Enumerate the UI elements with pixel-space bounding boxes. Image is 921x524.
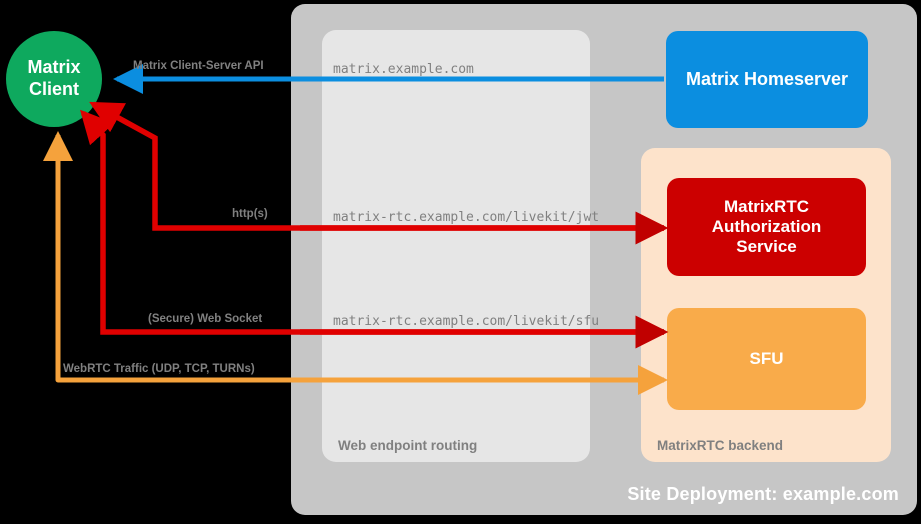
endpoint-label-livekit-jwt: matrix-rtc.example.com/livekit/jwt bbox=[333, 210, 600, 225]
flow-label-matrix-client-server-api: Matrix Client-Server API bbox=[133, 60, 264, 72]
client-line-1: Matrix bbox=[27, 57, 81, 78]
node-matrix-client[interactable]: Matrix Client bbox=[6, 31, 102, 127]
arrow-secure-web-socket bbox=[80, 109, 669, 349]
node-sfu-label: SFU bbox=[749, 348, 784, 368]
arrow-webrtc-traffic bbox=[43, 130, 669, 395]
panel-label-web-endpoint-routing: Web endpoint routing bbox=[338, 438, 478, 453]
node-matrixrtc-authorization-service-label: MatrixRTC Authorization Service bbox=[712, 197, 822, 257]
site-deployment-label: Site Deployment: example.com bbox=[627, 484, 899, 504]
node-matrixrtc-authorization-service[interactable]: MatrixRTC Authorization Service bbox=[667, 178, 866, 276]
node-matrix-client-label: Matrix Client bbox=[27, 57, 80, 100]
arrow-http-s bbox=[89, 101, 669, 245]
endpoint-label-matrix: matrix.example.com bbox=[333, 62, 474, 77]
endpoint-label-livekit-sfu: matrix-rtc.example.com/livekit/sfu bbox=[333, 314, 600, 329]
auth-line-2: Authorization bbox=[711, 216, 822, 236]
auth-line-1: MatrixRTC bbox=[723, 196, 809, 216]
auth-line-3: Service bbox=[736, 237, 797, 257]
node-matrix-homeserver-label: Matrix Homeserver bbox=[685, 68, 849, 89]
flow-label-http-s: http(s) bbox=[232, 208, 268, 220]
panel-label-matrixrtc-backend: MatrixRTC backend bbox=[657, 438, 784, 453]
node-matrix-homeserver[interactable]: Matrix Homeserver bbox=[666, 31, 868, 128]
flow-label-secure-web-socket: (Secure) Web Socket bbox=[148, 313, 263, 325]
panel-web-endpoint-routing bbox=[322, 30, 590, 462]
flow-label-webrtc-traffic: WebRTC Traffic (UDP, TCP, TURNs) bbox=[63, 363, 255, 375]
client-line-2: Client bbox=[28, 79, 79, 99]
node-sfu[interactable]: SFU bbox=[667, 308, 866, 410]
